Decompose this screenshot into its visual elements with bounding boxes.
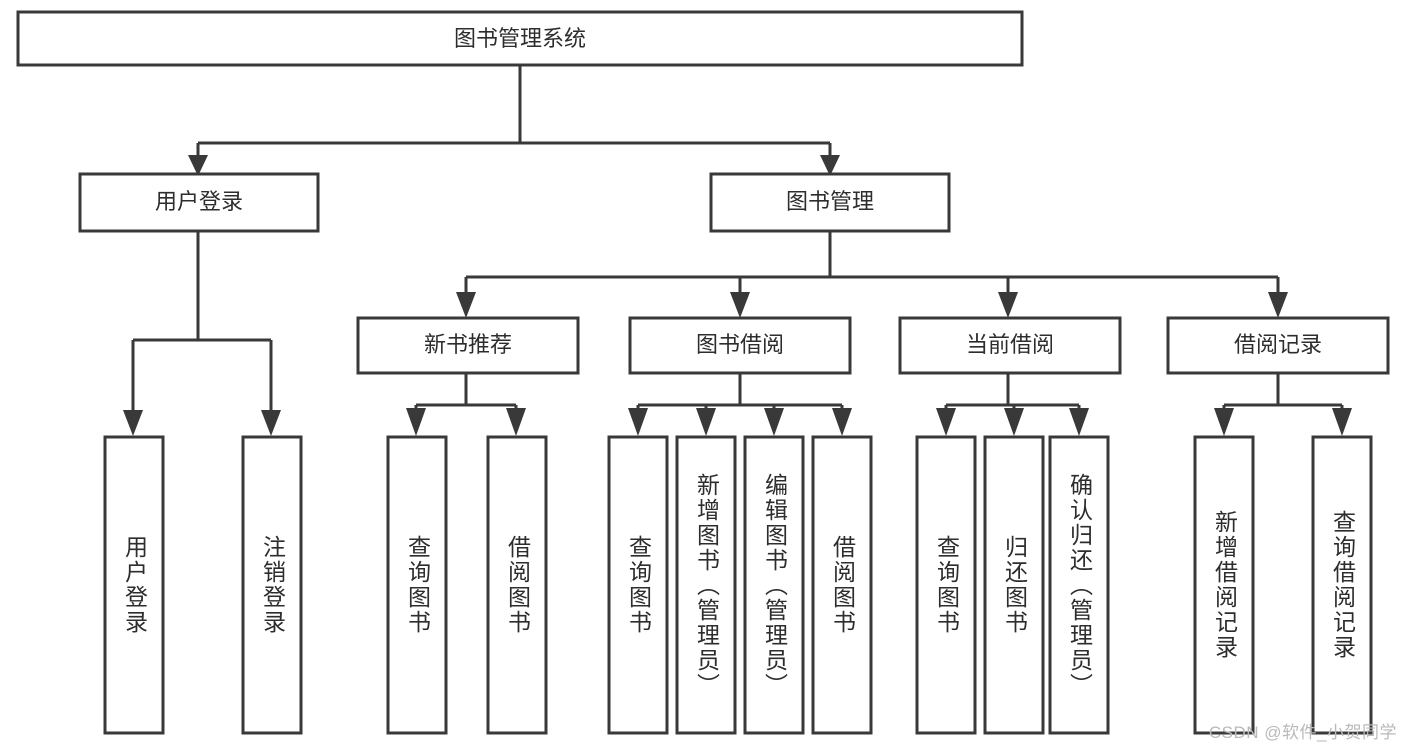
arrow-leaf-return-book [1004, 408, 1024, 436]
node-book-manage[interactable]: 图书管理 [709, 172, 951, 233]
arrow-book-manage [820, 155, 840, 176]
leaf-box-query-book-3[interactable] [915, 435, 977, 735]
leaf-box-borrow-book-2[interactable] [811, 435, 873, 735]
arrow-leaf-query-book-1 [406, 408, 426, 436]
arrow-leaf-user-logout [261, 410, 281, 436]
leaf-box-add-book[interactable] [675, 435, 737, 735]
arrow-leaf-user-login [123, 410, 143, 436]
node-current-borrow-box[interactable] [898, 316, 1122, 375]
node-borrow-record[interactable]: 借阅记录 [1166, 316, 1390, 375]
node-book-manage-label: 图书管理 [786, 189, 874, 214]
node-user-login[interactable]: 用户登录 [78, 172, 320, 233]
leaf-box-add-record[interactable] [1193, 435, 1255, 735]
node-root-box[interactable] [16, 10, 1024, 67]
arrow-leaf-borrow-book-1 [506, 408, 526, 436]
node-borrow-record-label: 借阅记录 [1234, 332, 1322, 357]
leaf-box-return-book[interactable] [983, 435, 1045, 735]
arrow-new-book-rec [456, 292, 476, 318]
leaf-box-edit-book[interactable] [743, 435, 805, 735]
arrow-leaf-add-book [696, 408, 716, 436]
node-current-borrow[interactable]: 当前借阅 [898, 316, 1122, 375]
node-book-borrow[interactable]: 图书借阅 [628, 316, 852, 375]
node-new-book-rec-label: 新书推荐 [424, 332, 512, 357]
arrow-book-borrow [730, 292, 750, 318]
arrow-user-login [188, 155, 208, 176]
arrow-current-borrow [998, 292, 1018, 318]
arrow-borrow-record [1268, 292, 1288, 318]
leaf-box-confirm-return[interactable] [1048, 435, 1110, 735]
arrow-leaf-query-book-3 [936, 408, 956, 436]
leaf-box-query-book-2[interactable] [607, 435, 669, 735]
node-new-book-rec[interactable]: 新书推荐 [356, 316, 580, 375]
arrow-leaf-query-book-2 [628, 408, 648, 436]
arrow-leaf-confirm-return [1069, 408, 1089, 436]
leaf-box-query-record[interactable] [1311, 435, 1373, 735]
arrow-leaf-edit-book [764, 408, 784, 436]
arrow-leaf-borrow-book-2 [832, 408, 852, 436]
arrow-leaf-add-record [1214, 408, 1234, 436]
node-root-label: 图书管理系统 [454, 26, 586, 51]
node-book-borrow-label: 图书借阅 [696, 332, 784, 357]
node-book-borrow-box[interactable] [628, 316, 852, 375]
leaf-box-borrow-book-1[interactable] [486, 435, 548, 735]
node-new-book-rec-box[interactable] [356, 316, 580, 375]
node-root[interactable]: 图书管理系统 [16, 10, 1024, 67]
arrow-leaf-query-record [1332, 408, 1352, 436]
node-user-login-label: 用户登录 [155, 189, 243, 214]
leaf-box-user-login[interactable] [103, 435, 165, 735]
leaf-box-query-book-1[interactable] [386, 435, 448, 735]
csdn-watermark: CSDN @软件_小贺同学 [1208, 723, 1397, 742]
leaf-box-user-logout[interactable] [241, 435, 303, 735]
node-user-login-box[interactable] [78, 172, 320, 233]
node-borrow-record-box[interactable] [1166, 316, 1390, 375]
node-book-manage-box[interactable] [709, 172, 951, 233]
node-current-borrow-label: 当前借阅 [966, 332, 1054, 357]
